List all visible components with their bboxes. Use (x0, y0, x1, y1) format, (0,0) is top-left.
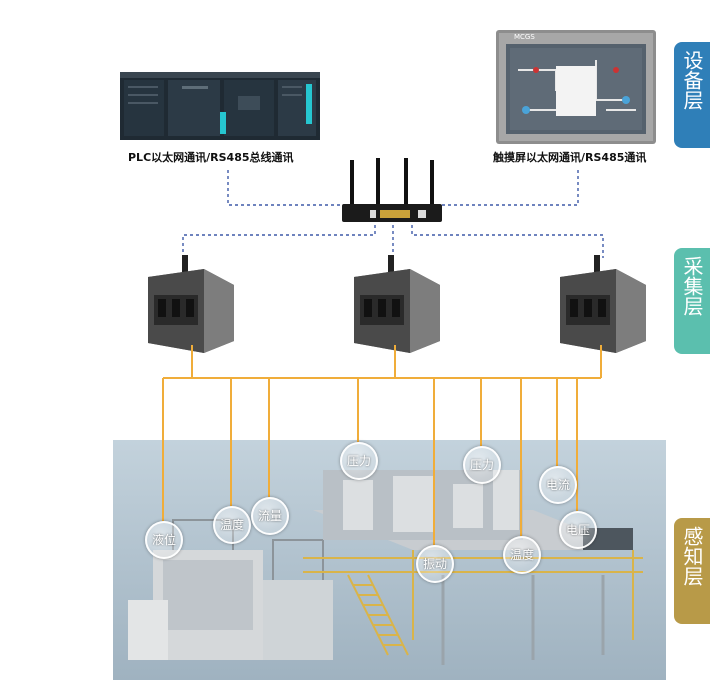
hmi-touchscreen: MCGS (496, 30, 656, 144)
sensor-temperature-1: 温度 (213, 506, 251, 544)
layer-label-device: 设备层 (680, 50, 704, 110)
plc-rack (120, 72, 320, 142)
plc-caption: PLC以太网通讯/RS485总线通讯 (128, 151, 294, 164)
sensor-pressure-2: 压力 (463, 446, 501, 484)
sensor-pressure-1: 压力 (340, 442, 378, 480)
layer-label-collection: 采集层 (680, 256, 704, 316)
sensor-voltage: 电压 (559, 511, 597, 549)
layer-tab-sensing: 感知层 (674, 518, 710, 624)
router (340, 158, 444, 228)
sensor-current: 电流 (539, 466, 577, 504)
sensor-level: 液位 (145, 521, 183, 559)
hmi-caption: 触摸屏以太网通讯/RS485通讯 (493, 151, 647, 164)
layer-label-sensing: 感知层 (680, 526, 704, 586)
sensor-flow: 流量 (251, 497, 289, 535)
gateway-center (346, 255, 446, 355)
gateway-left (140, 255, 240, 355)
hmi-brand: MCGS (514, 33, 535, 41)
layer-tab-device: 设备层 (674, 42, 710, 148)
layer-tab-collection: 采集层 (674, 248, 710, 354)
sensor-temperature-2: 温度 (503, 536, 541, 574)
sensor-vibration: 振动 (416, 545, 454, 583)
gateway-right (552, 255, 652, 355)
